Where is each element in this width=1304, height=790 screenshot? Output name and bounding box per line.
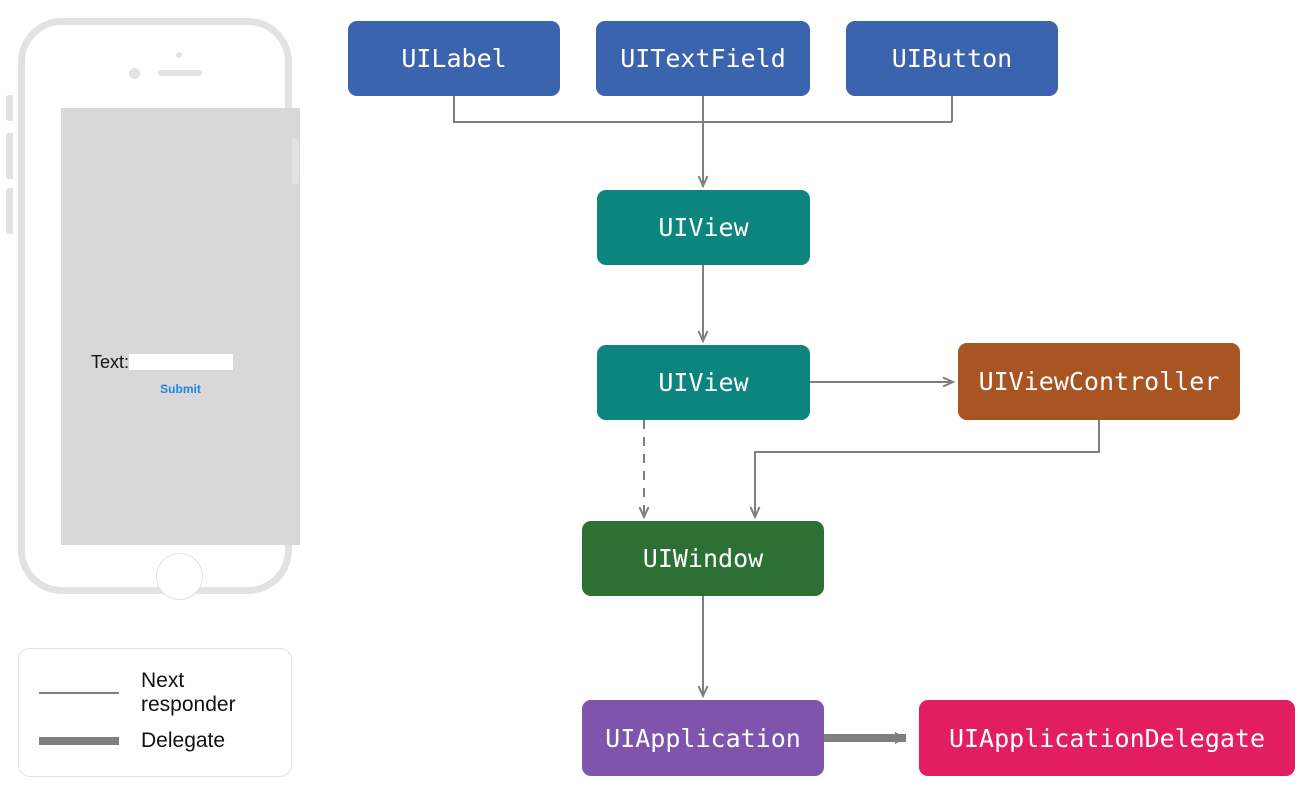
earpiece-speaker-icon	[158, 70, 202, 76]
phone-screen: Text: Submit	[61, 108, 300, 545]
volume-down-button[interactable]	[6, 188, 13, 234]
node-label: UIView	[658, 368, 749, 397]
silent-switch-button[interactable]	[6, 95, 13, 121]
thin-line-icon	[39, 691, 119, 694]
node-label: UIButton	[891, 44, 1013, 73]
legend-item-next-responder: Next responder	[39, 669, 281, 716]
node-label: UILabel	[401, 44, 507, 73]
front-camera-icon	[129, 68, 140, 79]
node-label: UIWindow	[642, 544, 764, 573]
legend-item-label: Next responder	[141, 669, 236, 716]
legend: Next responder Delegate	[18, 648, 292, 777]
node-label: UIApplicationDelegate	[948, 723, 1266, 753]
node-uiview-top[interactable]: UIView	[597, 190, 810, 265]
node-label: UIView	[658, 213, 749, 242]
power-button[interactable]	[292, 139, 299, 184]
node-uiapplicationdelegate[interactable]: UIApplicationDelegate	[919, 700, 1295, 776]
volume-up-button[interactable]	[6, 133, 13, 179]
node-uiviewcontroller[interactable]: UIViewController	[958, 343, 1240, 420]
node-label: UIApplication	[605, 723, 801, 753]
home-button[interactable]	[156, 553, 203, 600]
node-uiwindow[interactable]: UIWindow	[582, 521, 824, 596]
proximity-sensor-icon	[176, 52, 182, 58]
iphone-mockup: Text: Submit	[18, 18, 300, 600]
legend-item-label: Delegate	[141, 729, 226, 752]
node-uiapplication[interactable]: UIApplication	[582, 700, 824, 776]
legend-item-delegate: Delegate	[39, 729, 225, 753]
node-label: UITextField	[620, 44, 786, 73]
text-field-label: Text:	[91, 352, 130, 372]
node-uibutton[interactable]: UIButton	[846, 21, 1058, 96]
text-field-row: Text:	[91, 352, 234, 372]
thick-line-icon	[39, 736, 119, 745]
submit-button[interactable]: Submit	[160, 382, 201, 396]
node-label: UIViewController	[978, 367, 1220, 396]
node-uiview-bottom[interactable]: UIView	[597, 345, 810, 420]
text-input-field[interactable]	[129, 354, 234, 370]
node-uilabel[interactable]: UILabel	[348, 21, 560, 96]
node-uitextfield[interactable]: UITextField	[596, 21, 810, 96]
